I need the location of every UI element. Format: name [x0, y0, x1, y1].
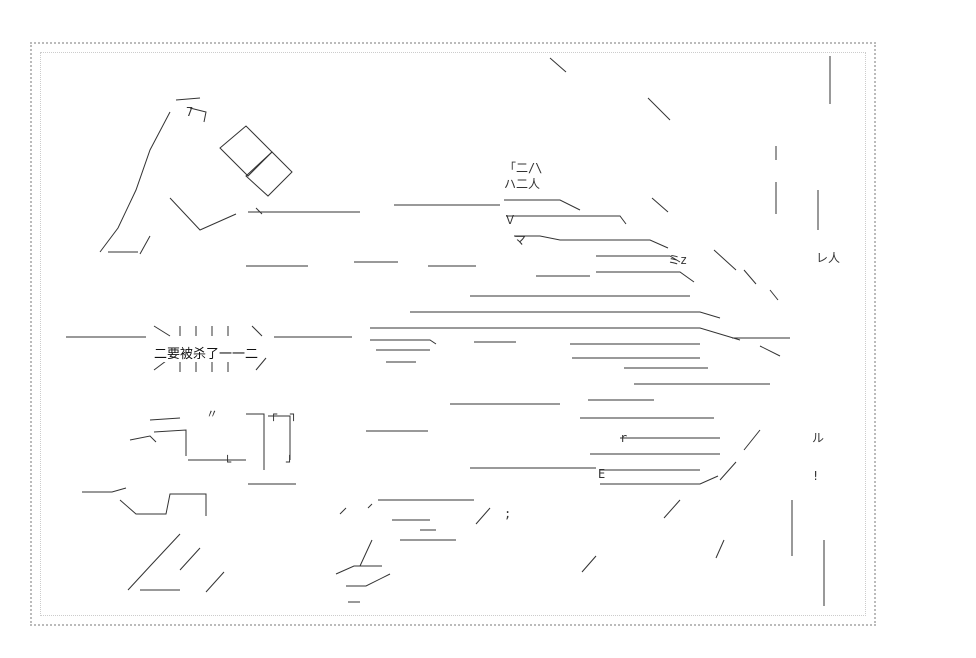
glyph-mark: レ人 [816, 251, 841, 265]
glyph-mark: 「二/\ [504, 161, 543, 175]
glyph-mark: Ｖ [504, 213, 517, 227]
glyph-mark: ル [812, 431, 825, 445]
glyph-mark: 7 [186, 105, 194, 119]
outer-dotted-frame [30, 42, 876, 626]
inner-dotted-frame [40, 52, 866, 616]
shout-caption: 二要被杀了一一二 [152, 343, 261, 362]
glyph-mark: r [620, 431, 628, 445]
glyph-mark: 〃 [206, 407, 219, 421]
glyph-mark: ! [812, 469, 820, 483]
glyph-mark: ハ二人 [504, 177, 541, 191]
glyph-mark: ┐ [290, 407, 298, 421]
glyph-mark: └ [224, 455, 232, 469]
glyph-mark: E [598, 467, 606, 481]
glyph-mark: マ [514, 233, 527, 247]
glyph-mark: ; [504, 507, 512, 521]
glyph-mark: ミz [668, 253, 688, 267]
glyph-mark: ┘ [286, 455, 294, 469]
glyph-mark: ┌ [270, 407, 278, 421]
